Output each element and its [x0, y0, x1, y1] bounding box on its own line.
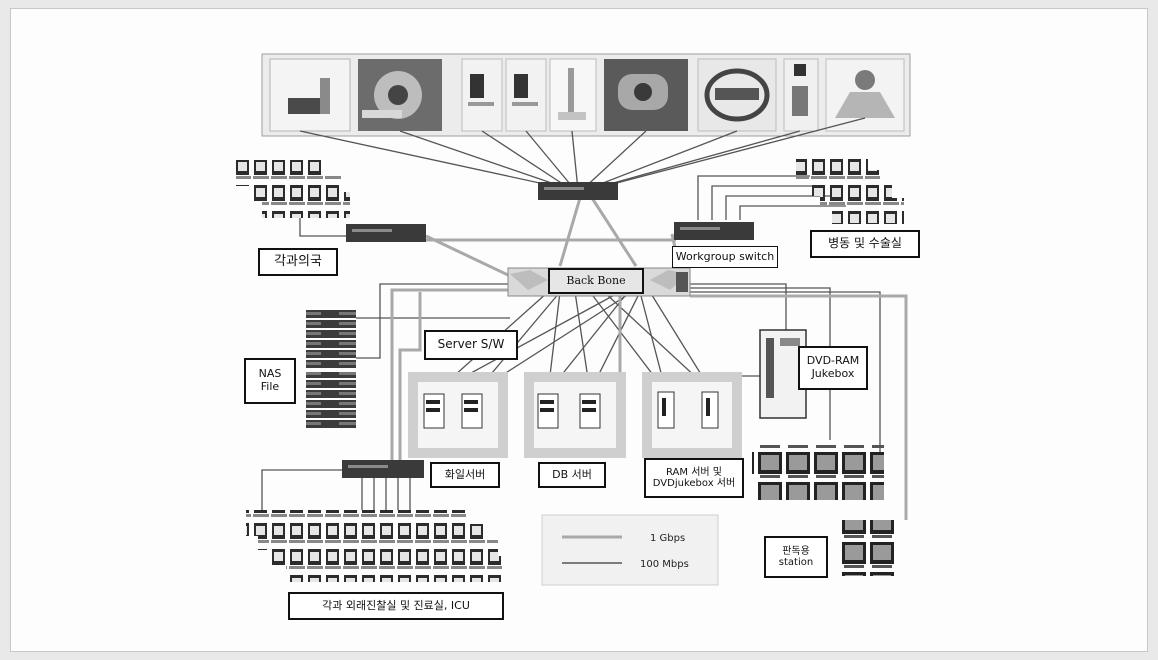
outpatient-label: 각과 외래진찰실 및 진료실, ICU	[288, 592, 504, 620]
modality-xray-icon	[270, 59, 350, 131]
db-server-label: DB 서버	[538, 462, 606, 488]
nas-label-line2: File	[261, 381, 279, 394]
dept-pc-cluster	[236, 160, 350, 218]
outpatient-switch	[342, 460, 424, 478]
nas-file-label: NAS File	[244, 358, 296, 404]
reading-label-line2: station	[779, 557, 813, 569]
modality-ct-icon	[358, 59, 442, 131]
dept-pharmacy-label: 각과의국	[258, 248, 338, 276]
ward-pc-cluster	[796, 156, 904, 224]
modality-mri-icon	[604, 59, 688, 131]
server-sw-label: Server S/W	[424, 330, 518, 360]
dvdram-label-line2: Jukebox	[812, 368, 855, 381]
modality-strip	[262, 54, 910, 136]
backbone-text: Back Bone	[566, 275, 625, 288]
modality-cabinet-2-icon	[506, 59, 546, 131]
dept-pharmacy-text: 각과의국	[274, 255, 322, 270]
ram-server-line2: DVDjukebox 서버	[653, 478, 735, 490]
modality-cabinet-1-icon	[462, 59, 502, 131]
server-sw-text: Server S/W	[438, 338, 505, 352]
ram-server-label: RAM 서버 및 DVDjukebox 서버	[644, 458, 744, 498]
file-server-label: 화일서버	[430, 462, 500, 488]
modality-cr-icon	[784, 59, 818, 131]
reading-station-label: 판독용 station	[764, 536, 828, 578]
backbone-label: Back Bone	[548, 268, 644, 294]
nas-storage-device	[306, 310, 356, 428]
legend-box: 1 Gbps 100 Mbps	[542, 515, 718, 585]
dvdram-jukebox-label: DVD-RAM Jukebox	[798, 346, 868, 390]
file-server-text: 화일서버	[445, 469, 485, 482]
dept-switch-left	[346, 224, 426, 242]
ward-surgery-text: 병동 및 수술실	[828, 237, 902, 251]
legend-mbps-label: 100 Mbps	[640, 559, 689, 570]
reading-label-line1: 판독용	[782, 546, 810, 558]
ward-surgery-label: 병동 및 수술실	[810, 230, 920, 258]
core-switch-top	[538, 182, 618, 200]
server-panels	[408, 372, 742, 458]
ram-server-line1: RAM 서버 및	[666, 467, 722, 479]
modality-ultrasound-icon	[550, 59, 596, 131]
workgroup-switch-label: Workgroup switch	[672, 246, 778, 268]
legend-gbps-label: 1 Gbps	[650, 533, 685, 544]
workgroup-switch-device	[674, 222, 754, 240]
outpatient-pc-cluster	[246, 510, 502, 582]
workgroup-switch-text: Workgroup switch	[676, 251, 774, 264]
modality-angio-icon	[698, 59, 776, 131]
modality-mammo-icon	[826, 59, 904, 131]
db-server-text: DB 서버	[552, 469, 592, 482]
outpatient-text: 각과 외래진찰실 및 진료실, ICU	[322, 600, 470, 613]
